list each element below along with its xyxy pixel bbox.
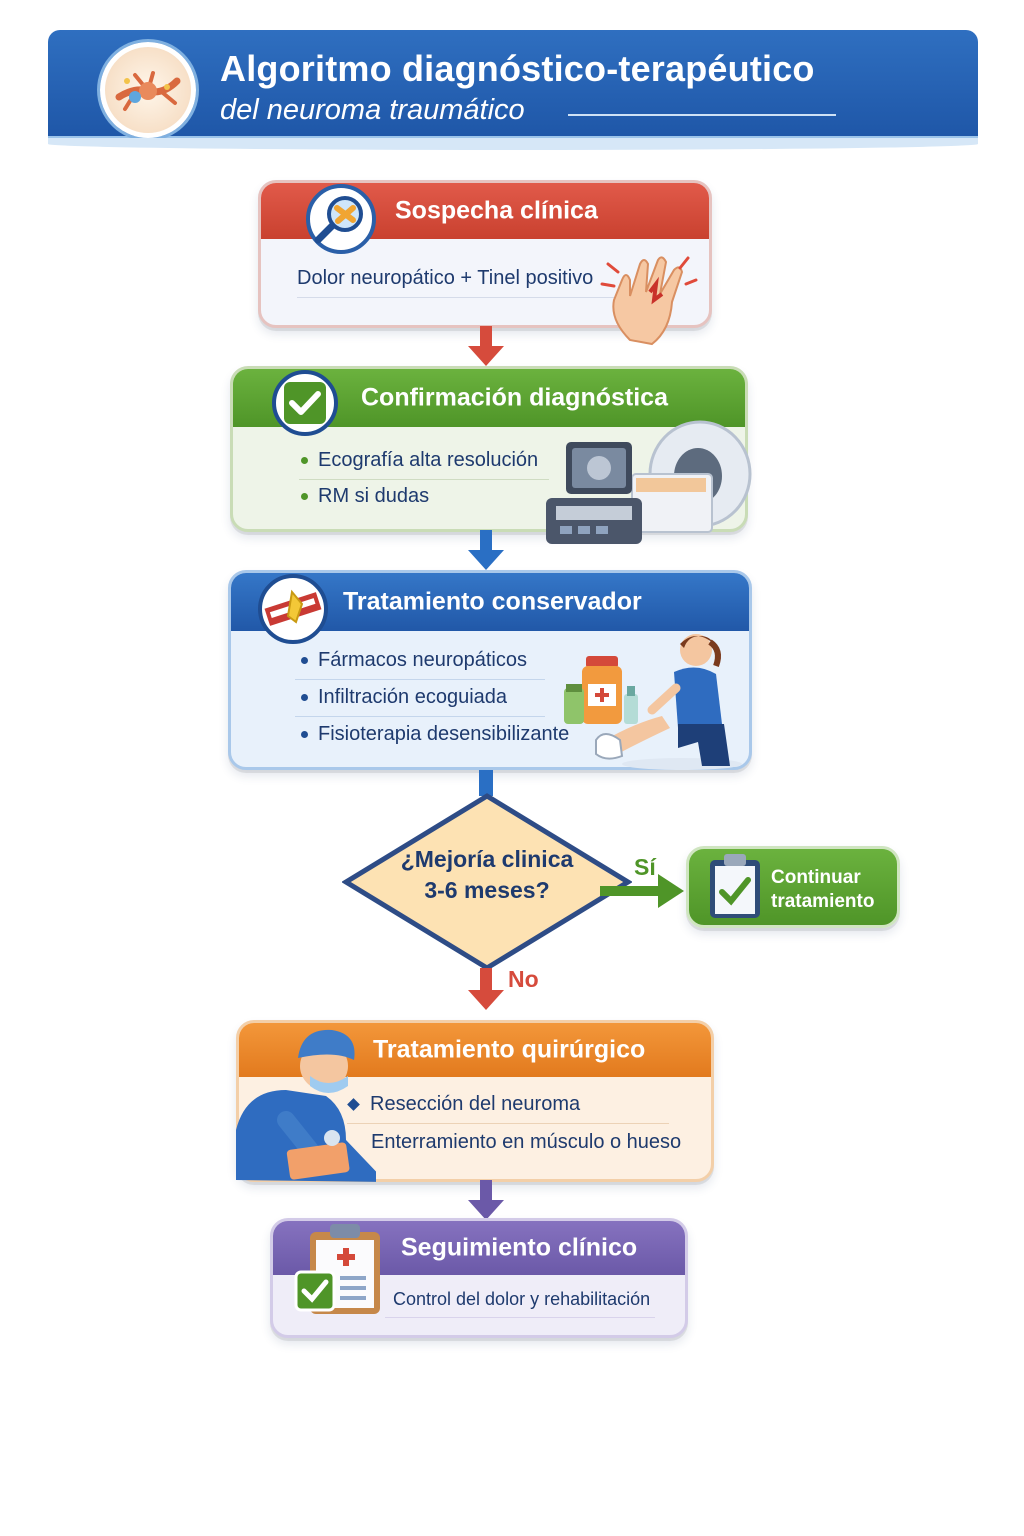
- conservative-item-1: Fármacos neuropáticos: [301, 649, 527, 672]
- connector-conservative-to-decision: [479, 770, 493, 796]
- magnifier-icon: [306, 184, 376, 254]
- surgeon-icon: [236, 1020, 386, 1182]
- arrow-confirmation-to-conservative: [468, 530, 504, 570]
- step-followup-text: Control del dolor y rehabilitación: [393, 1289, 651, 1309]
- medication-bottles-icon: [560, 650, 644, 730]
- ultrasound-mri-icon: [540, 416, 752, 550]
- clipboard-check-icon: [706, 852, 764, 922]
- surgical-item-1: Resección del neuroma: [347, 1093, 580, 1116]
- neuron-icon: [100, 42, 196, 138]
- arrow-surgical-to-followup: [468, 1180, 504, 1220]
- decision-no-label: No: [508, 966, 539, 992]
- step-surgical-title: Tratamiento quirúrgico: [373, 1035, 646, 1064]
- page-title: Algoritmo diagnóstico-terapéutico: [220, 48, 815, 89]
- page-subtitle: del neuroma traumático: [220, 94, 525, 126]
- step-confirmation-title: Confirmación diagnóstica: [361, 383, 668, 412]
- surgical-item-2: Enterramiento en músculo o hueso: [371, 1131, 682, 1153]
- header-banner: Algoritmo diagnóstico-terapéutico del ne…: [48, 30, 978, 150]
- confirmation-item-2: RM si dudas: [301, 485, 429, 508]
- arrow-suspicion-to-confirmation: [468, 326, 504, 366]
- confirmation-item-1: Ecografía alta resolución: [301, 449, 538, 472]
- conservative-item-2: Infiltración ecoguiada: [301, 686, 507, 709]
- physiotherapist-icon: [592, 628, 742, 770]
- continue-line1: Continuar: [771, 867, 861, 888]
- step-conservative-title: Tratamiento conservador: [343, 587, 642, 616]
- step-suspicion-text: Dolor neuropático + Tinel positivo: [297, 267, 594, 289]
- bandage-icon: [258, 574, 328, 644]
- continue-line2: tratamiento: [771, 891, 875, 912]
- decision-question-line2: 3-6 meses?: [424, 877, 550, 903]
- arrow-decision-yes: [600, 874, 684, 908]
- hand-pain-icon: [600, 240, 704, 350]
- decision-yes-label: Sí: [634, 854, 656, 880]
- subtitle-divider: [568, 114, 836, 116]
- decision-question-line1: ¿Mejoría clinica: [400, 846, 574, 872]
- step-suspicion-title: Sospecha clínica: [395, 196, 598, 225]
- checkmark-icon: [272, 370, 338, 436]
- conservative-item-3: Fisioterapia desensibilizante: [301, 723, 569, 746]
- arrow-decision-no: [468, 968, 504, 1010]
- step-followup-title: Seguimiento clínico: [401, 1233, 638, 1262]
- medical-clipboard-icon: [294, 1222, 386, 1318]
